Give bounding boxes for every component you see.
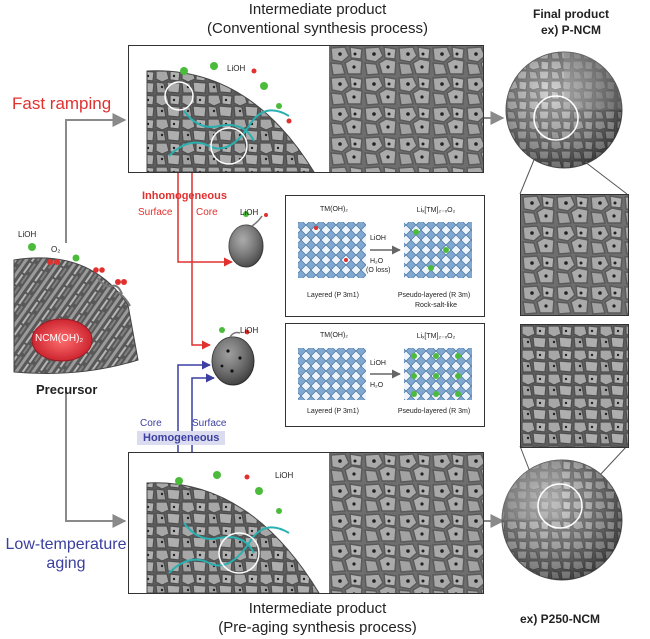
low-temp-line2: aging (46, 555, 86, 572)
intermediate-bottom-panel: LiOH (128, 452, 484, 594)
ncm-core (31, 318, 93, 362)
top-header: Intermediate product (Conventional synth… (150, 0, 485, 38)
inhomo-lattice (298, 222, 472, 278)
inhomogeneous-lioh: LiOH (240, 208, 259, 217)
homogeneous-structure-panel: TM(OH)₂ Liₓ[TM]₂₋ₓO₂ LiOH H₂O Layered (P… (285, 323, 485, 427)
bottom-sem-image (329, 453, 483, 593)
top-header-line1: Intermediate product (248, 1, 387, 18)
homogeneous-particle (211, 327, 255, 386)
low-temp-line1: Low-temperature (5, 536, 127, 553)
arrow-low-temp (65, 392, 127, 528)
homo-right-title: Liₓ[TM]₂₋ₓO₂ (416, 333, 456, 340)
homo-arrow-top: LiOH (370, 360, 386, 367)
final-title: Final product (533, 7, 609, 21)
bottom-panel-lioh: LiOH (275, 471, 294, 480)
final-header: Final product ex) P-NCM (506, 6, 636, 38)
low-temp-label: Low-temperature aging (2, 535, 130, 573)
flow-arrows (65, 111, 505, 528)
lioh-dot (28, 243, 36, 251)
inhomo-right-title: Liₓ[TM]₂₋ₓO₂ (416, 207, 456, 214)
inhomogeneous-structure-panel: TM(OH)₂ Liₓ[TM]₂₋ₓO₂ LiOH H₂O (O loss) L… (285, 195, 485, 317)
final-bottom-label: ex) P250-NCM (520, 612, 601, 626)
top-header-line2: (Conventional synthesis process) (207, 20, 428, 37)
inhomogeneous-connectors (177, 160, 233, 350)
inhomo-right-caption: Pseudo-layered (R 3m) (397, 292, 471, 299)
final-top-label: ex) P-NCM (540, 23, 601, 37)
inhomo-arrow-top: LiOH (370, 235, 386, 242)
inhomogeneous-particle (228, 211, 268, 268)
bottom-header-line1: Intermediate product (248, 600, 387, 617)
homogeneous-core: Core (140, 418, 162, 429)
final-sphere-top (505, 51, 623, 169)
o2-dot (47, 259, 53, 265)
homo-right-caption: Pseudo-layered (R 3m) (397, 408, 471, 415)
inhomo-arrow-bottom2: (O loss) (366, 267, 391, 274)
bottom-header: Intermediate product (Pre-aging synthesi… (150, 599, 485, 637)
inhomo-left-caption: Layered (P 3m1) (306, 292, 359, 299)
rock-salt-label: Rock-salt-like (414, 302, 457, 309)
fast-ramping-label: Fast ramping (12, 94, 112, 113)
homo-left-caption: Layered (P 3m1) (306, 408, 359, 415)
inhomogeneous-surface: Surface (138, 207, 173, 218)
bottom-quarter-sphere (146, 471, 320, 593)
homo-left-title: TM(OH)₂ (320, 332, 348, 339)
bottom-header-line2: (Pre-aging synthesis process) (218, 619, 417, 636)
inhomo-left-title: TM(OH)₂ (320, 206, 348, 213)
top-quarter-sphere (146, 62, 315, 172)
precursor-o2-label: O₂ (51, 245, 61, 254)
precursor-label: Precursor (36, 382, 98, 397)
homogeneous-lioh: LiOH (240, 326, 259, 335)
top-sem-image (329, 46, 483, 172)
ncm-core-label: NCM(OH)₂ (35, 333, 84, 344)
zoom-panel-top (520, 194, 629, 316)
homogeneous-title: Homogeneous (137, 431, 226, 445)
homo-lattice (298, 348, 472, 400)
precursor-particle (13, 243, 139, 374)
precursor-lioh-label: LiOH (18, 230, 37, 239)
inhomogeneous-title: Inhomogeneous (142, 190, 227, 202)
inhomogeneous-core: Core (196, 207, 218, 218)
homogeneous-surface: Surface (192, 418, 227, 429)
homo-arrow-bottom: H₂O (370, 382, 384, 389)
final-sphere-bottom (501, 459, 623, 581)
top-panel-lioh: LiOH (227, 64, 246, 73)
intermediate-top-panel: LiOH (128, 45, 484, 173)
zoom-panel-bottom (520, 324, 629, 448)
inhomo-arrow-bottom: H₂O (370, 258, 384, 265)
arrow-fast-ramping (65, 113, 127, 243)
